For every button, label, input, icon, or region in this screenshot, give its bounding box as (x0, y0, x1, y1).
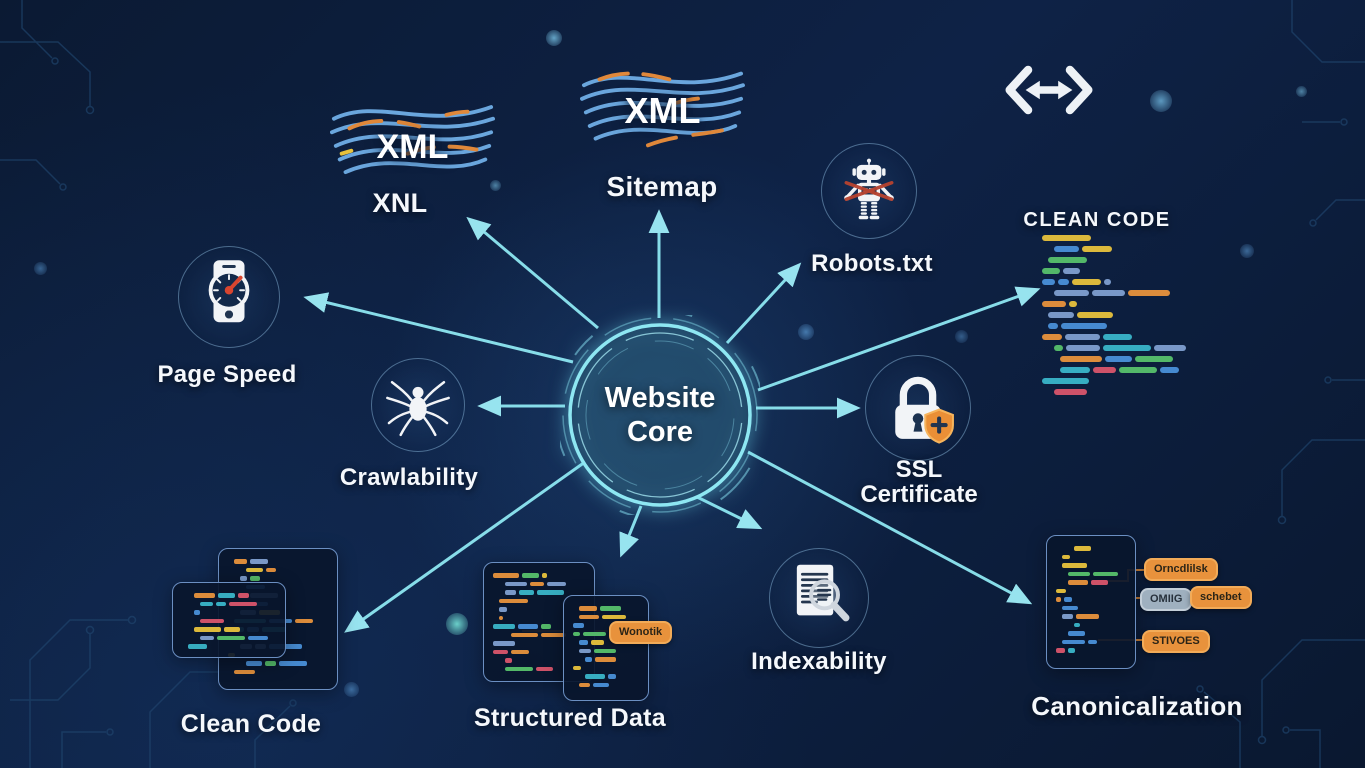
glow-dot (1150, 90, 1172, 112)
spider-icon (386, 380, 450, 437)
ssl-label-line1: SSL (895, 456, 943, 483)
page-speed-label: Page Speed (157, 361, 297, 388)
phone-speedometer-icon (208, 260, 250, 323)
xml-node-top: XML (580, 60, 745, 157)
robot-blocked-icon (844, 158, 894, 220)
padlock-shield-plus-icon (895, 376, 954, 444)
clean-code-top-label: CLEAN CODE (1023, 209, 1171, 231)
indexability-node (769, 548, 869, 648)
structured-data-tag: Wonotik (609, 621, 673, 644)
ssl-label: SSL Certificate (860, 458, 977, 508)
core-rings (560, 315, 760, 515)
document-magnifier-icon (796, 564, 850, 622)
ssl-node (865, 355, 971, 461)
glow-dot (34, 262, 47, 275)
glow-dot (446, 613, 468, 635)
wavy-lines-icon (330, 105, 495, 175)
glow-dot (344, 682, 359, 697)
core-title-line2: Core (626, 416, 694, 448)
canonicalization-tag-2: OMIIG (1140, 588, 1193, 611)
canonicalization-label: Canonicalization (1031, 691, 1243, 721)
structured-data-label: Structured Data (473, 704, 667, 732)
glow-dot (798, 324, 814, 340)
clean-code-snippet (1040, 233, 1212, 395)
canonicalization-tag-4: STIVOES (1142, 630, 1210, 653)
xml-left-label: XNL (372, 188, 428, 218)
core-title-line1: Website (604, 381, 716, 414)
glow-dot (1240, 244, 1254, 258)
clean-code-window-front (172, 582, 286, 658)
website-core-node: Website Core (560, 315, 760, 515)
canonicalization-tag-3: schebet (1190, 586, 1252, 609)
xml-node-left: XML (330, 92, 495, 192)
clean-code-bottom-label: Clean Code (180, 710, 322, 738)
structured-data-window-front (563, 595, 649, 701)
xml-overlay-text: XML (624, 90, 701, 131)
crawlability-node (371, 358, 465, 452)
ssl-label-line2: Certificate (860, 481, 978, 508)
code-brackets-arrow-icon (1005, 65, 1093, 115)
core-title: Website Core (560, 315, 760, 515)
canonicalization-tag-1: Orncdlilsk (1144, 558, 1218, 581)
robots-node (821, 143, 917, 239)
page-speed-node (178, 246, 280, 348)
glow-dot (955, 330, 968, 343)
robots-label: Robots.txt (811, 250, 933, 277)
crawlability-label: Crawlability (339, 464, 479, 491)
sitemap-label: Sitemap (606, 171, 718, 202)
canonicalization-window (1046, 535, 1136, 669)
indexability-label: Indexability (751, 648, 887, 675)
xml-overlay-text: XML (376, 128, 449, 166)
glow-dot (1296, 86, 1307, 97)
glow-dot (546, 30, 562, 46)
wavy-lines-icon (580, 71, 745, 148)
